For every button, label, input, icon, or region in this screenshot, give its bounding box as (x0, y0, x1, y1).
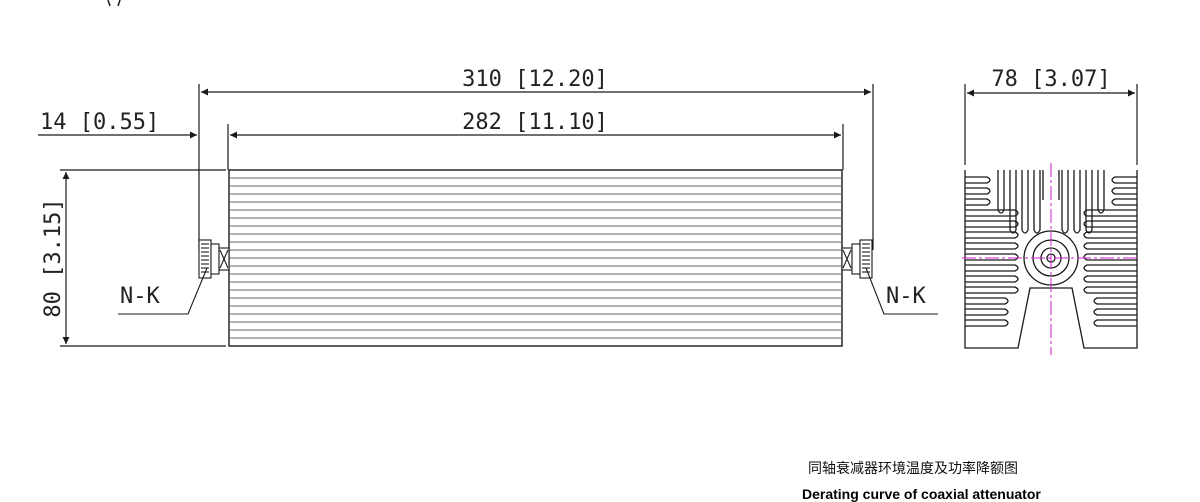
right-fin (1083, 275, 1137, 283)
left-fin (965, 187, 991, 195)
width-label: 78 [3.07] (991, 67, 1110, 92)
left-fin (965, 286, 1019, 294)
top-fin (1009, 170, 1017, 234)
centerlines (962, 163, 1140, 355)
right-fin (1111, 187, 1137, 195)
body-length-label: 282 [11.10] (462, 110, 608, 135)
top-fin (997, 170, 1005, 214)
heatsink-fin-lines (230, 177, 841, 339)
top-fins (997, 170, 1105, 234)
body-length-dimension (227, 124, 844, 170)
right-fin (1083, 220, 1137, 228)
left-fin (965, 264, 1019, 272)
left-connector (198, 239, 230, 279)
connector-offset-label: 14 [0.55] (40, 110, 159, 135)
right-fin (1083, 286, 1137, 294)
right-fin (1083, 264, 1137, 272)
right-fin (1093, 297, 1137, 305)
height-dimension (60, 169, 226, 347)
right-fin (1111, 198, 1137, 206)
top-fin (1085, 170, 1093, 234)
left-fin (965, 220, 1019, 228)
top-fin (1033, 170, 1041, 234)
top-fin (1061, 170, 1069, 234)
right-fin (1083, 231, 1137, 239)
right-fin (1083, 209, 1137, 217)
left-fin (965, 308, 1009, 316)
corner-mark (107, 0, 121, 7)
left-fin (965, 198, 991, 206)
left-fin (965, 231, 1019, 239)
left-fin (965, 297, 1009, 305)
left-fin (965, 275, 1019, 283)
overall-length-label: 310 [12.20] (462, 67, 608, 92)
left-side-fins (965, 176, 1019, 327)
left-connector-label: N-K (120, 284, 160, 309)
left-connector-leader (118, 267, 208, 315)
caption-chinese: 同轴衰减器环境温度及功率降额图 (808, 461, 1018, 477)
right-connector-leader (865, 267, 938, 315)
right-fin (1111, 176, 1137, 184)
width-dimension (964, 84, 1138, 165)
top-fin (1021, 170, 1029, 234)
right-connector-label: N-K (886, 284, 926, 309)
right-fin (1093, 319, 1137, 327)
right-connector (841, 239, 873, 279)
caption-english: Derating curve of coaxial attenuator (802, 486, 1041, 502)
top-fin (1073, 170, 1081, 234)
right-fin (1093, 308, 1137, 316)
left-fin (965, 176, 991, 184)
right-fin (1083, 242, 1137, 250)
center-channel (1042, 170, 1060, 200)
end-view-heatsink (964, 170, 1138, 349)
height-label: 80 [3.15] (41, 198, 66, 317)
left-fin (965, 319, 1009, 327)
right-side-fins (1083, 176, 1137, 327)
top-fin (1097, 170, 1105, 214)
left-fin (965, 253, 1019, 261)
left-fin (965, 242, 1019, 250)
attenuator-body (228, 169, 843, 347)
left-fin (965, 209, 1019, 217)
overall-length-dimension (198, 84, 874, 250)
right-fin (1083, 253, 1137, 261)
